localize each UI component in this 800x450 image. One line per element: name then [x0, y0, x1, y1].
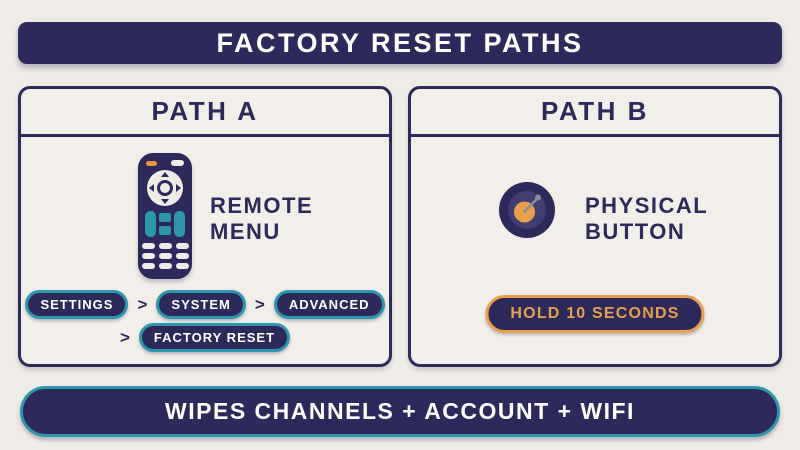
dpad-right-arrow	[176, 184, 181, 192]
remote-dpad	[147, 170, 183, 206]
chevron-separator-icon: >	[119, 327, 130, 347]
remote-channel-button	[174, 211, 185, 237]
method-label-line2: BUTTON	[585, 219, 686, 245]
method-label-line1: PHYSICAL	[585, 193, 709, 218]
remote-power-button	[146, 160, 157, 166]
remote-number-pad	[141, 243, 189, 269]
dpad-ok-button	[157, 180, 173, 196]
breadcrumb-factory-reset: FACTORY RESET	[138, 323, 291, 352]
path-b-card: PATH B PHYSICAL BUTTON HOLD 10 SECONDS	[408, 86, 782, 367]
breadcrumb-system: SYSTEM	[156, 290, 246, 319]
chevron-separator-icon: >	[254, 294, 265, 314]
path-b-method-label: PHYSICAL BUTTON	[585, 193, 708, 246]
wipe-warning-banner: WIPES CHANNELS + ACCOUNT + WIFI	[20, 386, 780, 437]
path-a-method-label: REMOTE MENU	[210, 193, 313, 246]
remote-mid-buttons	[145, 211, 185, 237]
dpad-left-arrow	[149, 184, 154, 192]
remote-control-icon	[138, 153, 192, 279]
page-title: FACTORY RESET PATHS	[18, 22, 782, 64]
path-a-card: PATH A REMOTE MENU SETT	[18, 86, 392, 367]
path-b-header: PATH B	[411, 89, 779, 137]
breadcrumb-settings: SETTINGS	[25, 290, 129, 319]
breadcrumb-row-2: > FACTORY RESET	[21, 323, 389, 352]
remote-top-buttons	[146, 160, 184, 166]
dpad-up-arrow	[161, 172, 169, 177]
dpad-down-arrow	[161, 199, 169, 204]
hold-duration-chip: HOLD 10 SECONDS	[485, 295, 705, 333]
remote-top-button	[171, 160, 184, 166]
method-label-line2: MENU	[210, 219, 281, 245]
path-a-header: PATH A	[21, 89, 389, 137]
method-label-line1: REMOTE	[210, 193, 314, 218]
chevron-separator-icon: >	[137, 294, 148, 314]
remote-volume-button	[145, 211, 156, 237]
remote-center-buttons	[159, 213, 171, 235]
reset-button-icon	[499, 182, 555, 238]
breadcrumb-row-1: SETTINGS > SYSTEM > ADVANCED	[21, 290, 389, 319]
breadcrumb-advanced: ADVANCED	[273, 290, 385, 319]
